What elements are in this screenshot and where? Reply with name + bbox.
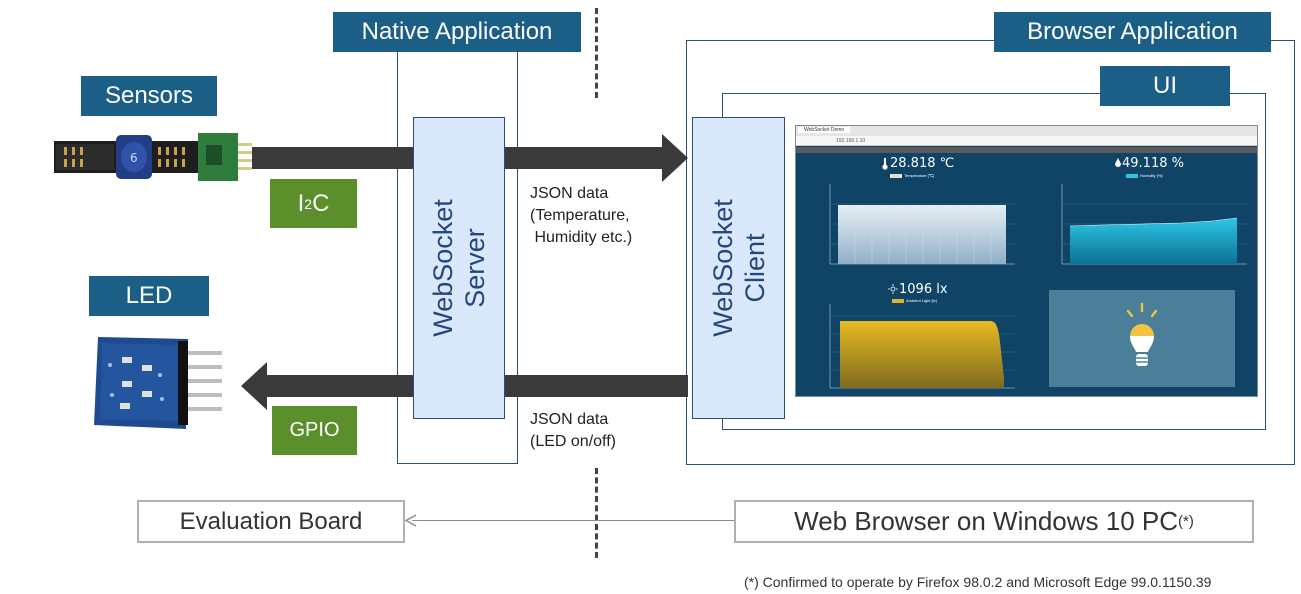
browser-info-strip — [796, 147, 1257, 153]
arrow-head-left-icon — [241, 362, 267, 410]
temperature-legend: Temperature [℃] — [890, 173, 934, 178]
humidity-icon — [1115, 158, 1121, 167]
divider-bottom — [595, 468, 598, 558]
sensor-board-image: 6 — [54, 133, 252, 181]
web-browser-box: Web Browser on Windows 10 PC(*) — [734, 500, 1254, 543]
light-legend: Ambient Light [lx] — [892, 298, 937, 303]
svg-text:6: 6 — [130, 151, 138, 165]
json-data-bottom-note: JSON data (LED on/off) — [530, 411, 616, 450]
sensors-label: Sensors — [81, 76, 217, 116]
light-icon — [888, 284, 898, 294]
websocket-client-line1: WebSocket — [707, 199, 738, 337]
browser-address: 192.168.1.10 — [836, 138, 866, 144]
browser-application-label: Browser Application — [994, 12, 1271, 52]
evaluation-board-box: Evaluation Board — [137, 500, 405, 543]
humidity-legend: Humidity [%] — [1126, 173, 1162, 178]
arrow-head-left-small-icon — [405, 514, 417, 527]
light-readout: 1096 lx — [899, 282, 948, 297]
websocket-server-line2: Server — [460, 228, 490, 308]
browser-to-board-line — [412, 520, 734, 521]
footnote: (*) Confirmed to operate by Firefox 98.0… — [744, 574, 1212, 590]
led-module-image — [94, 337, 222, 429]
temperature-chart — [829, 184, 1015, 265]
humidity-readout: 49.118 % — [1122, 156, 1184, 171]
light-bulb-icon — [1126, 302, 1158, 366]
websocket-client-line2: Client — [739, 233, 770, 303]
divider-top — [595, 8, 598, 98]
browser-address-bar: 192.168.1.10 — [796, 136, 1257, 146]
json-data-top-note: JSON data (Temperature, Humidity etc.) — [530, 185, 633, 246]
websocket-server-line1: WebSocket — [428, 199, 458, 337]
browser-tab-title: WebSocket Demo — [798, 127, 851, 133]
browser-screenshot: WebSocket Demo 192.168.1.10 28.818 ℃ Tem… — [795, 125, 1258, 397]
gpio-label: GPIO — [272, 406, 357, 455]
led-status-panel — [1049, 290, 1235, 387]
temperature-icon — [882, 158, 888, 170]
browser-tab-bar: WebSocket Demo — [796, 126, 1257, 136]
led-label: LED — [89, 276, 209, 316]
native-application-label: Native Application — [333, 12, 581, 52]
humidity-chart — [1061, 184, 1247, 265]
light-chart — [829, 304, 1015, 389]
arrow-head-right-icon — [662, 134, 688, 182]
browser-application-frame — [686, 40, 1295, 465]
temperature-readout: 28.818 ℃ — [890, 156, 955, 171]
ui-label: UI — [1100, 66, 1230, 106]
